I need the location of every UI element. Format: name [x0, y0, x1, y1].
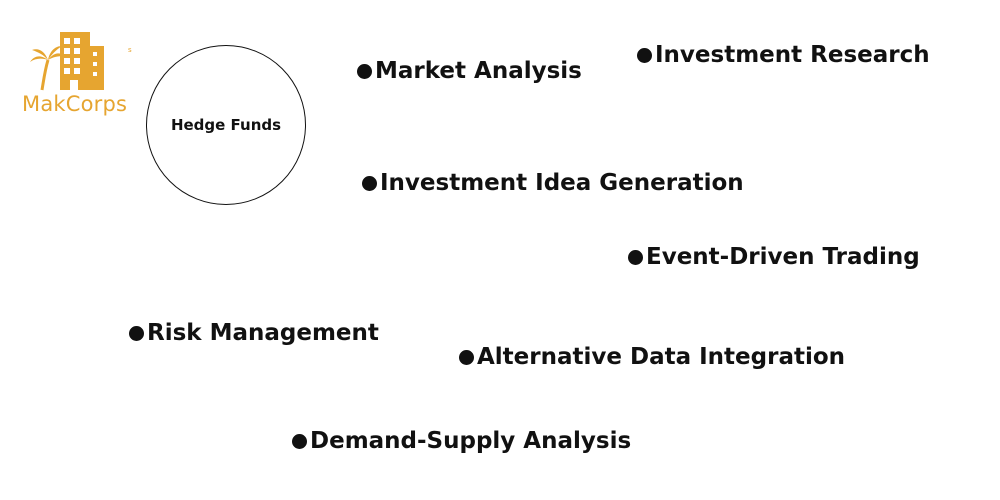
list-item-risk-management: Risk Management	[129, 320, 379, 346]
hub-label: Hedge Funds	[170, 116, 282, 134]
list-item-investment-research: Investment Research	[637, 42, 930, 68]
list-item-investment-idea-generation: Investment Idea Generation	[362, 170, 744, 196]
bullet-icon	[362, 175, 377, 191]
hotel-building-palm-icon	[30, 32, 104, 91]
bullet-icon	[292, 433, 307, 449]
logo-trademark-mark: s	[128, 46, 132, 54]
list-item-label: Demand-Supply Analysis	[310, 428, 632, 454]
list-item-label: Alternative Data Integration	[477, 344, 846, 370]
bullet-icon	[459, 349, 474, 365]
bullet-icon	[628, 249, 643, 265]
list-item-event-driven-trading: Event-Driven Trading	[628, 244, 920, 270]
bullet-icon	[357, 63, 372, 79]
list-item-demand-supply-analysis: Demand-Supply Analysis	[292, 428, 631, 454]
bullet-icon	[637, 47, 652, 63]
list-item-market-analysis: Market Analysis	[357, 58, 582, 84]
bullet-icon	[129, 325, 144, 341]
makcorps-logo: s MakCorps	[20, 30, 140, 120]
list-item-label: Event-Driven Trading	[646, 244, 920, 270]
list-item-label: Investment Idea Generation	[380, 170, 744, 196]
hub-circle: Hedge Funds	[146, 45, 306, 205]
list-item-alternative-data-integration: Alternative Data Integration	[459, 344, 845, 370]
logo-text: MakCorps	[22, 92, 128, 116]
list-item-label: Risk Management	[147, 320, 379, 346]
list-item-label: Investment Research	[655, 42, 930, 68]
list-item-label: Market Analysis	[375, 58, 582, 84]
